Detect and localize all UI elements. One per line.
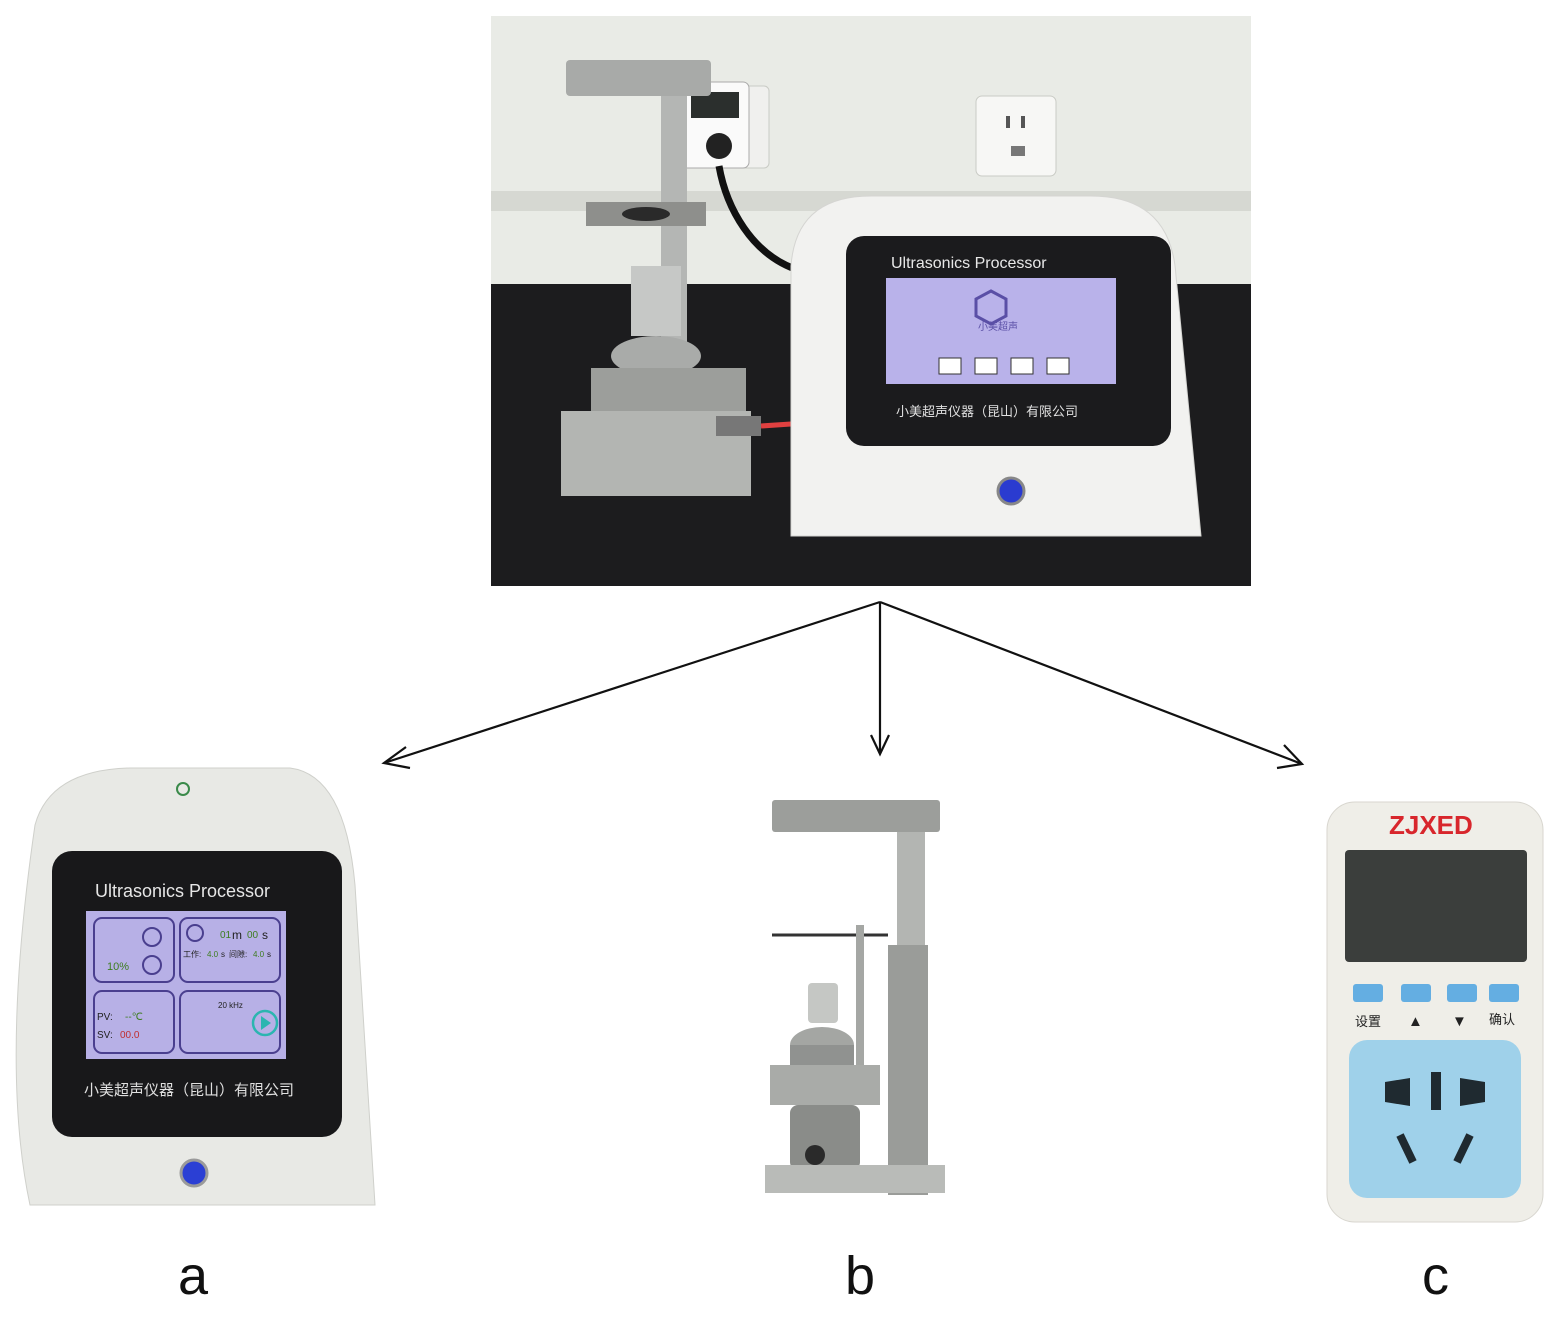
arrow-head-b-icon [870, 734, 890, 757]
power-level-value[interactable]: 10% [107, 961, 129, 973]
arrow-head-a-icon [381, 746, 411, 770]
panel-b-photo [760, 795, 950, 1205]
pause-value[interactable]: 4.0 [253, 950, 265, 959]
timer-button-down[interactable] [1447, 984, 1477, 1002]
work-value[interactable]: 4.0 [207, 950, 219, 959]
work-label: 工作: [183, 949, 201, 959]
setup-photo: Ultrasonics Processor 小美超声仪器（昆山）有限公司 小美超… [491, 16, 1251, 586]
arrow-to-c [879, 600, 1303, 766]
work-unit: s [221, 950, 225, 959]
timer-label-down: ▼ [1452, 1013, 1467, 1030]
timer-button-up[interactable] [1401, 984, 1431, 1002]
pv-value: --℃ [125, 1012, 143, 1023]
setup-photo-drawing: Ultrasonics Processor 小美超声仪器（昆山）有限公司 小美超… [491, 16, 1251, 586]
time-seconds-unit: s [262, 928, 268, 942]
panel-a-title: Ultrasonics Processor [95, 881, 270, 901]
label-b: b [845, 1246, 876, 1306]
label-c: c [1422, 1246, 1449, 1306]
timer-label-confirm: 确认 [1489, 1012, 1515, 1027]
timer-label-up: ▲ [1408, 1013, 1423, 1030]
time-seconds-value[interactable]: 00 [247, 930, 259, 941]
setup-company-name: 小美超声仪器（昆山）有限公司 [896, 404, 1078, 419]
panel-a-company: 小美超声仪器（昆山）有限公司 [84, 1081, 294, 1099]
timer-button-confirm[interactable] [1489, 984, 1519, 1002]
time-minutes-unit: m [232, 928, 242, 942]
power-button-icon[interactable] [179, 1158, 209, 1188]
pause-unit: s [267, 950, 271, 959]
time-minutes-value[interactable]: 01 [220, 930, 232, 941]
panel-c-photo: ZJXED 设置 ▲ ▼ 确认 [1325, 800, 1545, 1225]
timer-brand: ZJXED [1389, 810, 1473, 840]
sv-value[interactable]: 00.0 [120, 1030, 140, 1041]
label-a: a [178, 1246, 209, 1306]
timer-label-set: 设置 [1355, 1014, 1381, 1029]
setup-panel-title: Ultrasonics Processor [891, 255, 1047, 272]
panel-a-photo: Ultrasonics Processor 小美超声仪器（昆山）有限公司 10%… [0, 765, 380, 1215]
timer-button-set[interactable] [1353, 984, 1383, 1002]
arrow-head-c-icon [1276, 744, 1305, 770]
horn-stand-drawing [765, 800, 945, 1195]
timer-socket-drawing: ZJXED 设置 ▲ ▼ 确认 [1326, 801, 1544, 1223]
pause-label: 间隙: [229, 949, 247, 959]
sv-label: SV: [97, 1030, 113, 1041]
arrow-to-a [383, 600, 881, 765]
pv-label: PV: [97, 1012, 113, 1023]
ultrasonic-processor-drawing: Ultrasonics Processor 小美超声仪器（昆山）有限公司 10%… [15, 767, 376, 1206]
frequency-value: 20 kHz [218, 1001, 243, 1010]
